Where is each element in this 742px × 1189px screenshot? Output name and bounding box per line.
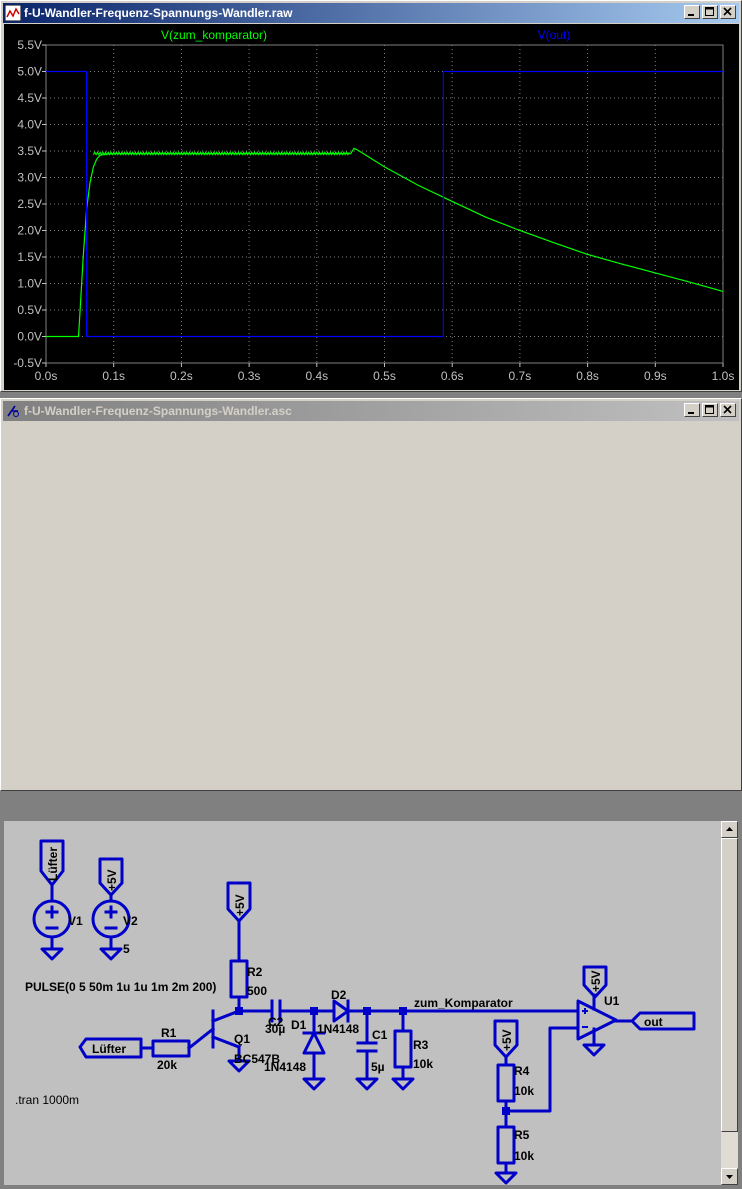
y-tick-label: 1.0V [17,277,42,291]
u1-label: U1 [604,994,620,1008]
trace-label-zum-komparator[interactable]: V(zum_komparator) [161,28,267,42]
d1-label: D1 [291,1018,307,1032]
output-port-out[interactable] [630,1011,696,1031]
schematic-icon [7,405,19,417]
r3-value: 10k [413,1057,433,1071]
r4-value: 10k [514,1084,534,1098]
resistor-r3[interactable] [393,1029,413,1069]
resistor-r2[interactable] [229,959,249,999]
y-tick-label: 3.0V [17,171,42,185]
y-tick-label: -0.5V [13,356,42,370]
pulse-value: PULSE(0 5 50m 1u 1u 1m 2m 200) [25,980,216,994]
r2-value: 500 [247,984,267,998]
maximize-button[interactable] [702,5,718,19]
y-tick-label: 2.5V [17,197,42,211]
y-tick-label: 4.0V [17,118,42,132]
trace-ripple [92,151,350,156]
q1-value: BC547B [234,1052,280,1066]
scroll-thumb[interactable] [721,838,738,1132]
simulation-directive[interactable]: .tran 1000m [15,1093,79,1107]
x-tick-label: 0.7s [509,369,532,383]
arrow-up-icon [726,827,733,831]
r4-label: R4 [514,1064,530,1078]
schematic-drawing: Lüfter +5V +5V +5V +5V V1 V2 5 PULSE(0 5… [15,839,696,1185]
vcc-r4-label: +5V [500,1029,514,1051]
v2-label: V2 [123,914,138,928]
x-tick-label: 0.9s [644,369,667,383]
x-tick-label: 0.8s [576,369,599,383]
c1-label: C1 [372,1028,388,1042]
r1-value: 20k [157,1058,177,1072]
arrow-down-icon [726,1175,733,1179]
plot-window: f-U-Wandler-Frequenz-Spannungs-Wandler.r… [0,0,742,392]
y-tick-label: 2.0V [17,224,42,238]
y-tick-label: 0.0V [17,330,42,344]
plot-window-titlebar[interactable]: f-U-Wandler-Frequenz-Spannungs-Wandler.r… [3,3,739,23]
y-tick-label: 4.5V [17,91,42,105]
x-tick-label: 0.2s [170,369,193,383]
y-tick-label: 0.5V [17,303,42,317]
r2-label: R2 [247,965,263,979]
x-tick-label: 0.1s [102,369,125,383]
net-label: zum_Komparator [414,996,513,1010]
input-port-label: Lüfter [92,1042,126,1056]
d2-label: D2 [331,988,347,1002]
y-tick-label: 1.5V [17,250,42,264]
v1-port-label: Lüfter [46,847,60,881]
resistor-r1[interactable] [151,1039,191,1058]
x-tick-label: 1.0s [712,369,735,383]
close-button[interactable] [720,403,736,417]
plot-frame [45,44,724,364]
x-tick-label: 0.6s [441,369,464,383]
v2-value: 5 [123,942,130,956]
r1-label: R1 [161,1026,177,1040]
schematic-window-titlebar[interactable]: f-U-Wandler-Frequenz-Spannungs-Wandler.a… [3,401,739,421]
waveform-plot[interactable]: 0.0s 0.1s 0.2s 0.3s 0.4s 0.5s 0.6s 0.7s 0.8s 0.9s… [4,24,739,390]
schematic-canvas[interactable]: Lüfter +5V +5V +5V +5V V1 V2 5 PULSE(0 5… [4,821,721,1185]
waveform-chart: 0.0s 0.1s 0.2s 0.3s 0.4s 0.5s 0.6s 0.7s 0.8s 0.9s… [13,28,735,383]
x-tick-label: 0.0s [35,369,58,383]
trace-out[interactable] [46,70,723,338]
schematic-window: f-U-Wandler-Frequenz-Spannungs-Wandler.a… [0,398,742,1185]
r5-label: R5 [514,1128,530,1142]
out-port-label: out [644,1015,663,1029]
minimize-button[interactable] [684,5,700,19]
q1-label: Q1 [234,1032,250,1046]
x-tick-label: 0.4s [305,369,328,383]
maximize-button[interactable] [702,403,718,417]
v1-label: V1 [68,914,83,928]
x-tick-label: 0.3s [238,369,261,383]
c2-value: 30µ [265,1022,285,1036]
plot-window-title: f-U-Wandler-Frequenz-Spannungs-Wandler.r… [24,6,293,20]
minimize-button[interactable] [684,403,700,417]
vcc-q1-label: +5V [233,894,247,916]
resistor-r4[interactable] [496,1063,516,1103]
close-button[interactable] [720,5,736,19]
trace-label-out[interactable]: V(out) [538,28,571,42]
scroll-down-button[interactable] [721,1168,738,1185]
diode-d2[interactable] [332,999,350,1023]
resistor-r5[interactable] [496,1125,516,1165]
schematic-window-title: f-U-Wandler-Frequenz-Spannungs-Wandler.a… [24,404,292,418]
c1-value: 5µ [371,1060,385,1074]
d2-value: 1N4148 [317,1022,359,1036]
y-tick-label: 5.5V [17,38,42,52]
r5-value: 10k [514,1149,534,1163]
r3-label: R3 [413,1038,429,1052]
v2-port-label: +5V [105,869,119,891]
diode-d1[interactable] [302,1031,326,1055]
trace-zum-komparator[interactable] [46,147,724,338]
vcc-u1-label: +5V [589,970,603,992]
waveform-icon [5,5,21,21]
vertical-scrollbar[interactable] [721,821,738,1185]
y-tick-label: 5.0V [17,65,42,79]
y-tick-label: 3.5V [17,144,42,158]
x-tick-label: 0.5s [373,369,396,383]
scroll-up-button[interactable] [721,821,738,838]
